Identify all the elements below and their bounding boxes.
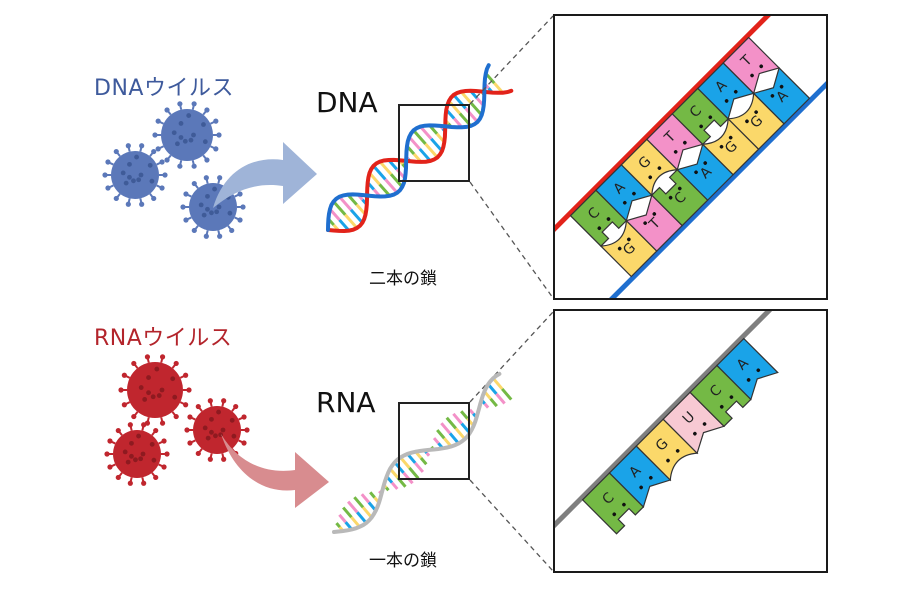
rna-molecule-label: RNA: [316, 386, 376, 419]
dna-base-bottom: T: [625, 194, 684, 252]
rna-base: A: [716, 337, 779, 401]
rna-single-strand: [332, 371, 513, 534]
dna-base-top: T: [646, 113, 704, 171]
rna-base: U: [662, 391, 726, 455]
dna-base-top: A: [595, 163, 653, 222]
virus-icon: [102, 143, 168, 207]
rna-virus-label: RNAウイルス: [94, 326, 233, 351]
rna-zoom-box: [398, 402, 470, 480]
dna-transfer-arrow-icon: [213, 142, 317, 208]
dna-molecule-label: DNA: [316, 86, 378, 119]
dna-base-bottom: C: [650, 168, 709, 227]
dna-base-top: T: [722, 36, 781, 95]
rna-base: A: [608, 445, 672, 509]
rna-virus-particles: [104, 354, 250, 486]
dna-base-top: A: [696, 62, 755, 120]
dna-base-bottom: A: [752, 66, 811, 125]
rna-virus-cluster: [104, 354, 250, 486]
virus-icon: [104, 422, 170, 486]
rna-transfer-arrow-icon: [221, 434, 329, 508]
dna-base-bottom: G: [701, 117, 760, 176]
virus-icon: [152, 101, 222, 169]
dna-zoom-box: [398, 104, 470, 182]
virus-icon: [184, 398, 250, 462]
dna-virus-label: DNAウイルス: [94, 76, 234, 101]
dna-base-bottom: A: [676, 143, 734, 201]
dna-strand-caption: 二本の鎖: [369, 269, 437, 289]
rna-strand-caption: 一本の鎖: [369, 551, 437, 571]
virus-icon: [118, 354, 192, 426]
